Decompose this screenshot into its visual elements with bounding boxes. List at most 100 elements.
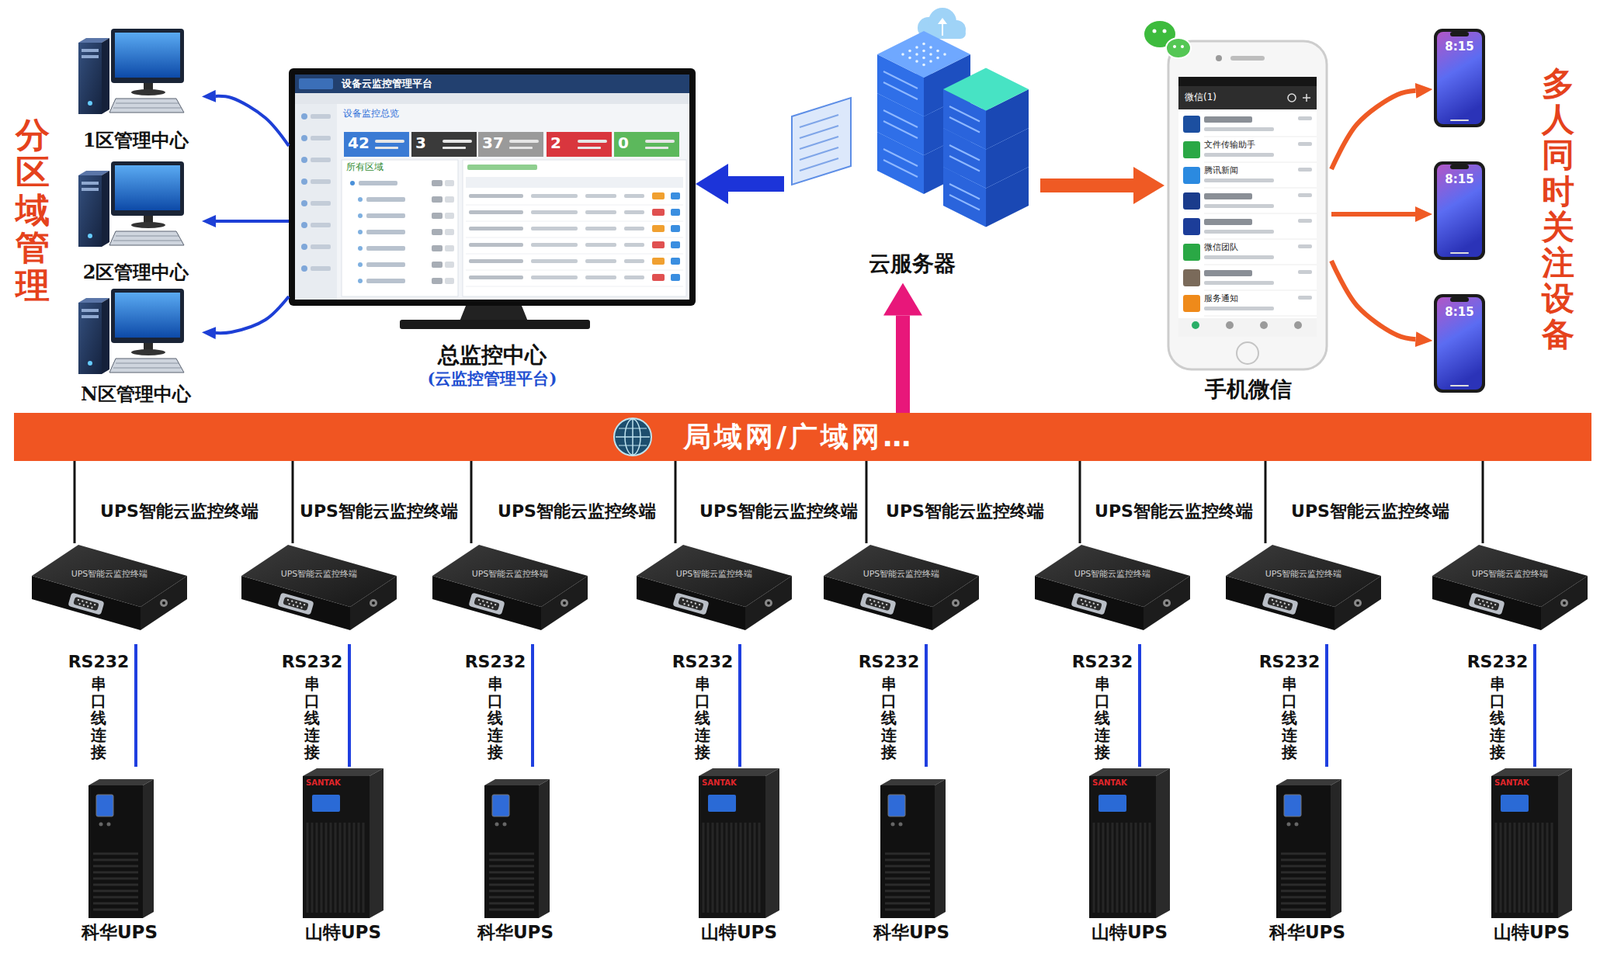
- tree-item: [358, 180, 398, 186]
- table-button: [670, 192, 681, 200]
- ups-grille: [702, 822, 705, 913]
- text-label: RS232: [672, 652, 734, 673]
- db9-port: [1261, 592, 1299, 615]
- drive-slot: [81, 48, 99, 53]
- ups-front: [484, 785, 539, 919]
- home-indicator: [1450, 385, 1469, 387]
- ups-display: [1284, 794, 1302, 817]
- server-slot: [883, 159, 918, 178]
- power-jack: [560, 599, 569, 608]
- node-label: 科华UPS: [477, 922, 554, 945]
- connector: [728, 176, 785, 192]
- ups-front: [88, 785, 143, 919]
- cloud-terminal-device: [31, 544, 188, 631]
- server-slot: [949, 156, 980, 172]
- table-button: [652, 274, 665, 282]
- ups-top: [88, 779, 154, 786]
- cloud-terminal-device: [241, 544, 397, 631]
- port-pin: [1477, 599, 1480, 602]
- ups-grille: [707, 822, 710, 913]
- text-label: UPS智能云监控终端: [699, 501, 858, 522]
- chat-preview-bar: [1204, 255, 1274, 260]
- phone-screen: [1436, 31, 1482, 125]
- text-label: SANTAK: [1494, 778, 1530, 788]
- keyboard-row: [113, 107, 181, 109]
- phone-node: 手机微信: [1164, 34, 1332, 407]
- globe-icon: [612, 416, 653, 458]
- computer-node: 2区管理中心: [69, 159, 202, 288]
- chat-time-bar: [1298, 142, 1312, 146]
- home-indicator: [1450, 252, 1469, 254]
- ups-vent: [885, 890, 931, 893]
- tree-item: [366, 229, 406, 235]
- chat-avatar: [1183, 115, 1201, 133]
- tree-tag: [444, 212, 455, 219]
- add-icon: [1305, 93, 1308, 102]
- ups-grille: [1495, 822, 1498, 913]
- sidebar-icon: [301, 135, 308, 142]
- port-shell: [67, 592, 105, 615]
- ups-vent: [93, 902, 139, 906]
- text-label: RS232: [1467, 652, 1529, 673]
- terminal-top: [823, 544, 979, 608]
- tree-item: [366, 213, 406, 219]
- connector: [1040, 178, 1134, 193]
- table-cell: [531, 226, 578, 231]
- ups-top: [698, 768, 780, 777]
- ups-grille: [753, 822, 757, 913]
- port-pin: [877, 601, 880, 604]
- text-label: 42: [347, 133, 370, 153]
- row-divider: [1204, 264, 1317, 266]
- chat-time-bar: [1298, 295, 1312, 300]
- stat-caption: [374, 146, 399, 150]
- port-pin: [1270, 599, 1274, 602]
- port-pin: [1088, 601, 1091, 604]
- table-button: [652, 241, 665, 249]
- node-label: (云监控管理平台): [427, 368, 558, 389]
- node-label: UPS智能云监控终端: [863, 569, 941, 580]
- ups-grille: [739, 822, 743, 913]
- connector: [895, 315, 910, 414]
- server-led: [929, 52, 933, 56]
- table-button: [652, 208, 665, 216]
- port-pin: [477, 599, 480, 602]
- table-cell: [624, 242, 645, 247]
- sidebar-item: [310, 157, 331, 163]
- tree-item: [366, 197, 406, 202]
- ups-grille: [343, 822, 347, 913]
- phone-body: [1433, 161, 1486, 261]
- computer-icon: [78, 288, 184, 375]
- ups-side: [934, 779, 946, 919]
- text-label: RS232: [465, 652, 527, 673]
- ups-vent: [1280, 859, 1326, 862]
- wechat-bubble: [1166, 38, 1191, 59]
- tab-icon: [1294, 321, 1302, 330]
- connector: [1331, 90, 1417, 170]
- ups-node: 科华UPS: [465, 767, 566, 948]
- tree-dot: [357, 197, 363, 202]
- text-label: 串口线连接: [90, 675, 107, 761]
- phone-body: [1433, 294, 1486, 393]
- text-label: 3: [415, 133, 427, 153]
- tower-front: [78, 302, 102, 375]
- node-label: 8:15: [1444, 172, 1474, 187]
- chat-title-bar: [1204, 193, 1253, 200]
- tree-tag: [431, 261, 443, 268]
- stat-caption: [442, 146, 466, 150]
- ups-side: [142, 779, 154, 919]
- table-button: [652, 257, 665, 265]
- port-pin: [691, 605, 695, 608]
- text-label: UPS智能云监控终端: [299, 501, 459, 522]
- port-pin: [78, 603, 81, 606]
- table-cell: [531, 210, 578, 215]
- node-label: 2区管理中心: [83, 261, 190, 285]
- connector: [73, 461, 77, 544]
- server-slot: [883, 149, 918, 167]
- table-row-line: [465, 270, 684, 271]
- computer-icon: [78, 28, 184, 115]
- ups-grille: [1134, 822, 1138, 913]
- text-label: RS232: [1072, 652, 1134, 673]
- ups-top: [484, 779, 550, 786]
- port-pin: [81, 600, 84, 603]
